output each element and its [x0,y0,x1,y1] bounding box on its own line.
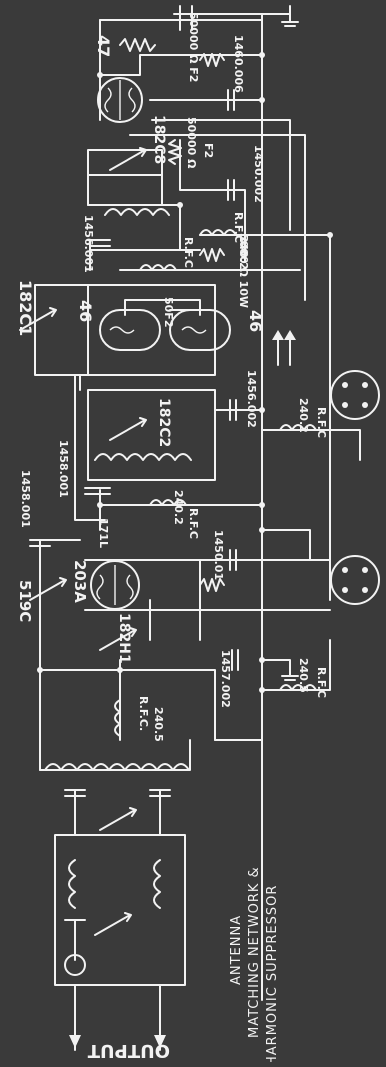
caption: ANTENNA MATCHING NETWORK & HARMONIC SUPP… [229,866,280,1066]
wires [34,5,361,1036]
caption-line-2: MATCHING NETWORK & [247,866,262,1038]
label-rfc-b: R.F.C [182,237,195,268]
label-rfc-240-5-b: 240.5 [152,707,165,742]
label-cap-1456-002: 1456.002 [245,370,258,428]
output-label-group: OUTPUT [87,1040,170,1061]
tube-47 [97,77,143,123]
label-cap-1456-001: 1456.001 [82,215,95,273]
caption-line-3: HARMONIC SUPPRESSOR [265,885,280,1062]
label-cap-1458-001-b: 1458.001 [19,470,32,528]
label-cap-1457-002: 1457.002 [219,650,232,708]
coil-antenna-right [153,859,161,909]
tube-46-a [99,309,161,351]
output-terminals [64,954,166,1051]
junction-dots [37,52,333,693]
rfc-chokes [139,229,317,691]
label-rfc-240-2-c: 240.2 [172,490,185,525]
label-coil-182c1: 182C1 [16,280,35,336]
label-coil-182h1: 182H1 [116,613,132,664]
label-cap-1460-006: 1460.006 [232,35,245,93]
label-cap-1458-001-a: 1458.001 [57,440,70,498]
label-coil-182c2: 182C2 [156,398,172,447]
label-rfc-f: R.F.C [315,667,328,698]
coil-antenna-left [68,859,76,909]
tube-46-b [169,309,231,351]
label-f2: F2 [202,143,215,158]
label-cap-1450-002-a: 1450.002 [252,145,265,203]
component-labels: 50000 Ω F2 47 1460.006 182C8 50000 Ω F2 … [16,12,328,742]
label-rfc-240-2-b: 240.2 [297,398,310,433]
caption-line-1: ANTENNA [229,915,244,985]
label-res-5000-10w: 5000 Ω 10W [237,233,250,308]
label-res-171l: 171L [97,518,110,548]
label-cap-1450-01: 1450.01 [212,530,225,580]
label-tube-47: 47 [94,35,113,57]
label-tube-46b: 46 [246,310,265,332]
label-coil-182c8: 182C8 [151,115,167,164]
socket-bottom [330,555,380,605]
label-res-50f2: 50F2 [162,297,175,327]
label-res-50000-small: 50000 Ω [185,117,198,169]
socket-top [330,370,380,420]
label-rfc-d: R.F.C [187,508,200,539]
label-tube-203a: 203A [71,560,89,603]
resistors [119,38,225,592]
plug-arrows [272,330,296,366]
label-rfc-240-5-a: 240.5 [297,658,310,693]
tube-203a [90,560,140,610]
coil-182c8 [104,208,170,216]
label-rfc-c: R.F.C [315,407,328,438]
label-rfc-240-2-a: 240.2 [237,235,250,270]
coil-rfc-240-5 [114,699,121,737]
capacitors [19,89,239,936]
output-label: OUTPUT [87,1040,170,1061]
label-rfc-a: R.F.C [232,212,245,243]
label-rfc-e: R.F.C. [137,696,150,731]
label-cap-519c: 519C [16,580,34,622]
coil-bottom [44,763,190,771]
label-res-50000-f2: 50000 Ω F2 [187,12,200,82]
coil-182c2 [94,453,192,461]
label-tube-46a: 46 [76,300,95,322]
